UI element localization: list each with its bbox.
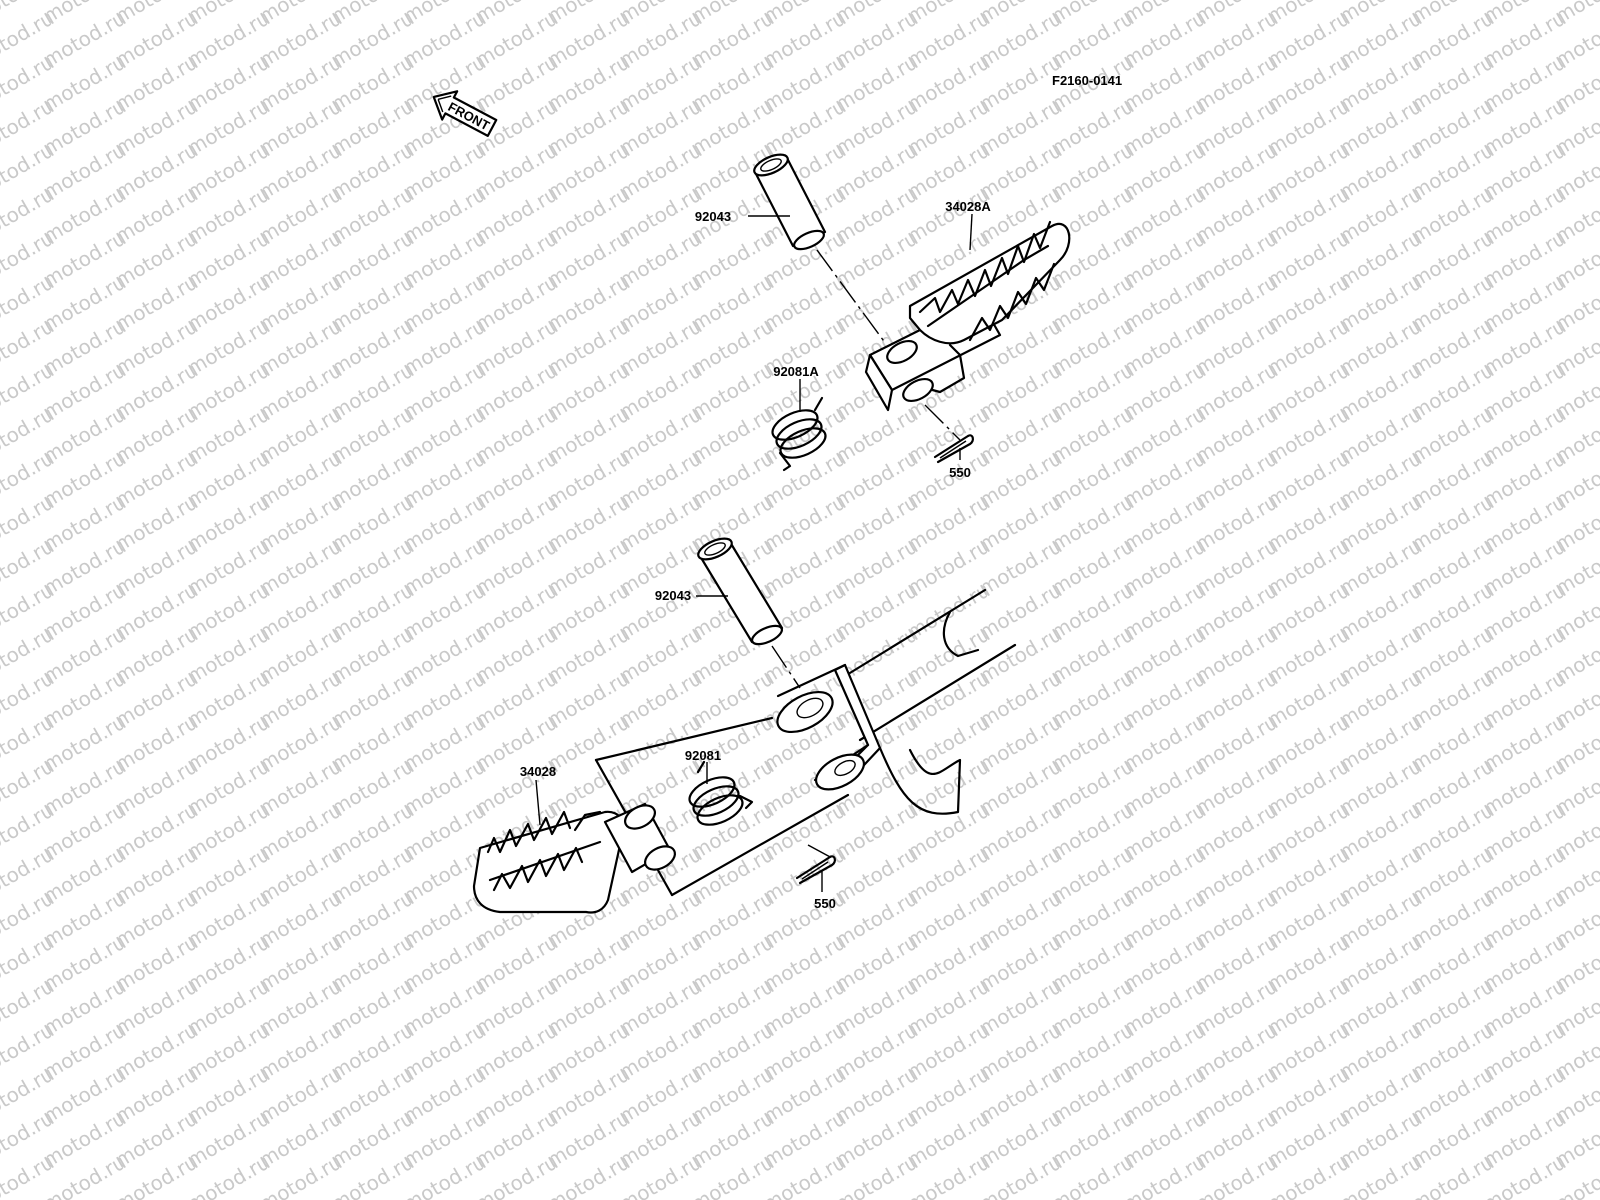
part-label-550-upper: 550 bbox=[949, 465, 971, 480]
pin-lower-axis-line bbox=[771, 645, 801, 689]
part-label-92043-lower: 92043 bbox=[655, 588, 691, 603]
part-label-34028A: 34028A bbox=[945, 199, 991, 214]
cotter-upper-axis-line bbox=[924, 404, 961, 441]
pin-upper-drawing bbox=[753, 153, 827, 251]
spring-lower-drawing bbox=[688, 760, 754, 826]
footpeg-upper-drawing bbox=[864, 220, 1071, 412]
part-label-34028: 34028 bbox=[520, 764, 556, 779]
part-label-92081: 92081 bbox=[685, 748, 721, 763]
leader-34028A bbox=[969, 213, 973, 251]
leader-34028 bbox=[535, 779, 541, 826]
footpeg-lower-drawing bbox=[472, 802, 676, 914]
pin-upper-axis-line bbox=[816, 249, 887, 345]
frame-bracket-drawing bbox=[594, 588, 1017, 897]
cotter-lower-axis-line bbox=[807, 844, 833, 859]
part-label-550-lower: 550 bbox=[814, 896, 836, 911]
pin-lower-drawing bbox=[697, 537, 784, 646]
part-label-92043-upper: 92043 bbox=[695, 209, 731, 224]
cotter-pin-upper-drawing bbox=[933, 434, 974, 464]
spring-upper-drawing bbox=[771, 396, 827, 472]
figure-code: F2160-0141 bbox=[1052, 73, 1122, 88]
part-label-92081A: 92081A bbox=[773, 364, 819, 379]
